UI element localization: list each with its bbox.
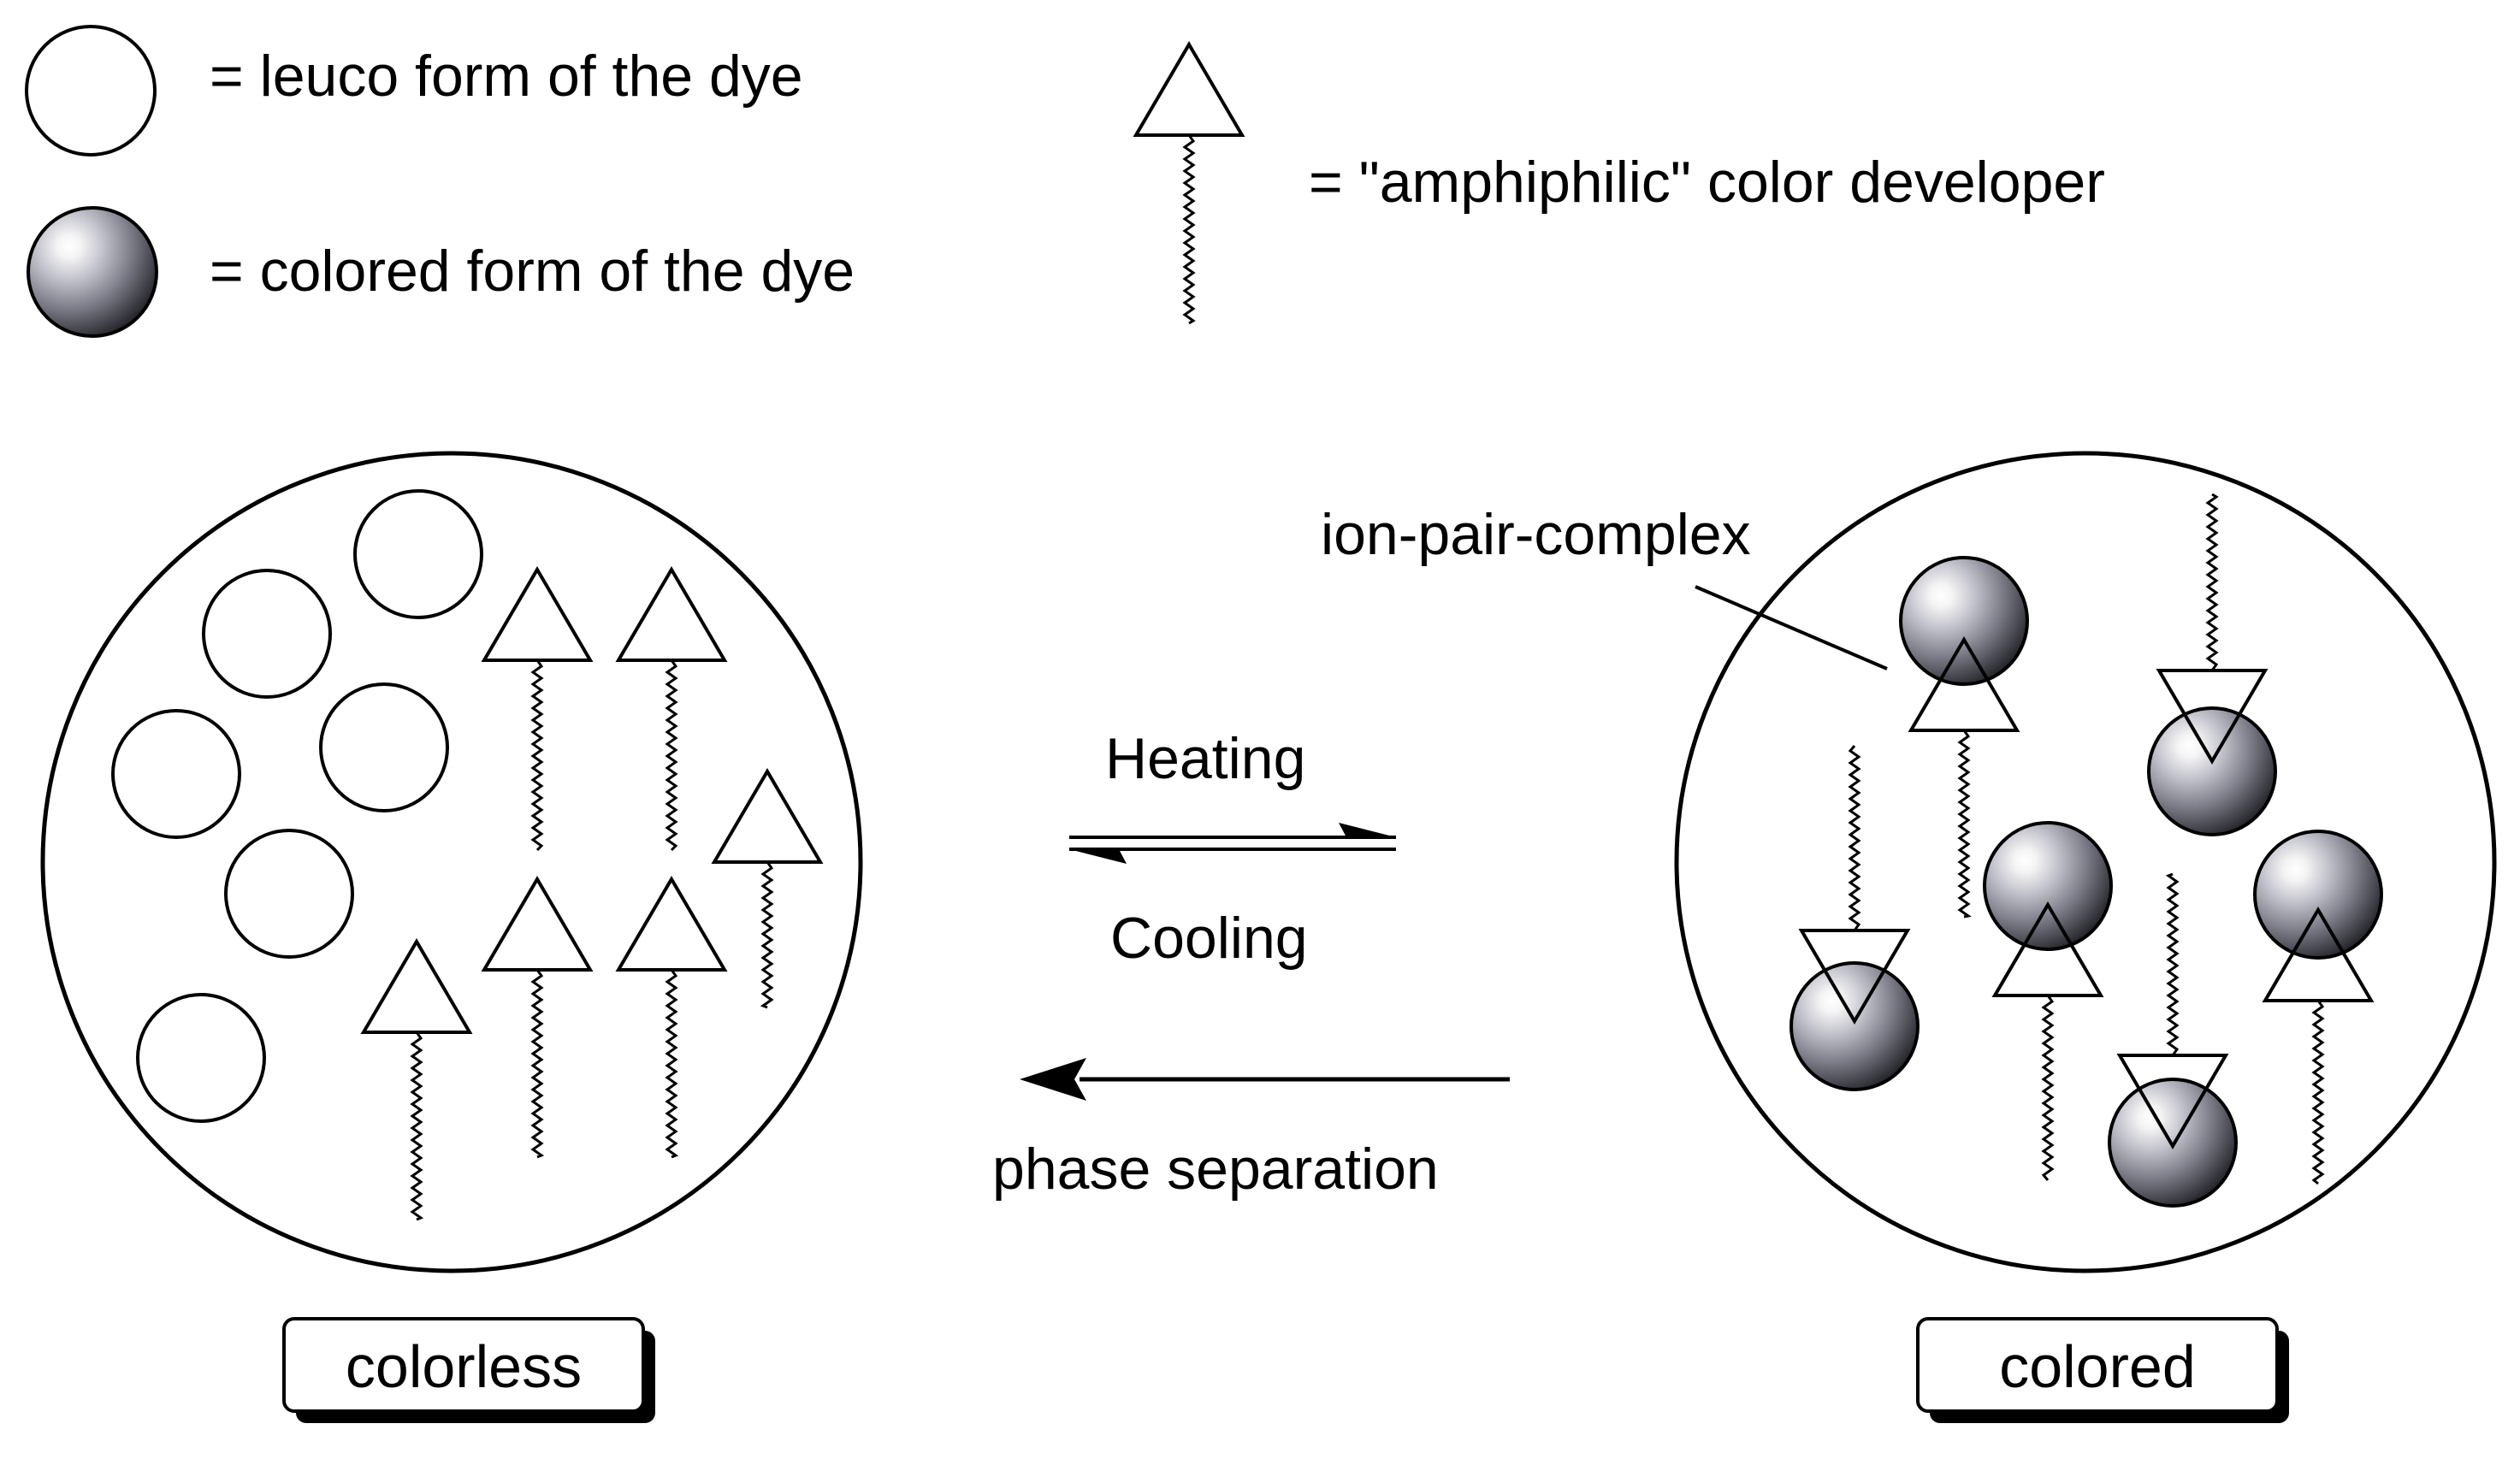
ion-pair-callout-line — [1695, 585, 1888, 670]
developer-head — [1133, 41, 1245, 137]
developer-tail — [530, 659, 544, 852]
developer-tail — [410, 1031, 424, 1221]
color-developer — [360, 938, 473, 1221]
phase-separation-label: phase separation — [992, 1137, 1439, 1202]
developer-tail — [665, 969, 679, 1159]
ion-pair-complex — [1789, 745, 1920, 1091]
developer-tail — [1957, 730, 1972, 919]
developer-tail — [2205, 493, 2219, 671]
developer-head — [1908, 636, 2020, 732]
developer-head — [711, 768, 824, 864]
developer-head — [2156, 669, 2269, 765]
color-developer — [1133, 41, 1245, 325]
developer-tail — [665, 659, 678, 852]
leuco-dye-circle — [111, 709, 241, 839]
leuco-dye-circle — [136, 993, 266, 1123]
ion-pair-complex — [2108, 872, 2238, 1208]
color-developer — [481, 566, 594, 852]
colorless-label-box: colorless — [282, 1317, 655, 1423]
free-developer-group — [360, 566, 824, 1221]
colored-label-box: colored — [1916, 1317, 2289, 1423]
heating-label: Heating — [1105, 726, 1305, 791]
developer-tail — [530, 969, 545, 1159]
developer-head — [360, 938, 473, 1034]
developer-tail — [760, 861, 774, 1009]
developer-tail — [2165, 872, 2180, 1056]
developer-tail — [2311, 1000, 2325, 1185]
colored-dye-sphere — [1789, 961, 1920, 1091]
color-developer — [481, 876, 594, 1159]
colored-dye-sphere — [2108, 1078, 2238, 1208]
colored-dye-legend-symbol — [27, 206, 158, 338]
developer-head — [2116, 1054, 2229, 1149]
colored-state: ion-pair-complex — [1321, 451, 2497, 1273]
leuco-form-label: = leuco form of the dye — [210, 44, 803, 109]
color-developer — [711, 768, 824, 1009]
cooling-label: Cooling — [1110, 906, 1308, 971]
developer-tail — [1848, 745, 1861, 931]
leuco-dye-circle — [319, 682, 449, 812]
ion-pair-complex — [2147, 493, 2277, 836]
developer-head — [1991, 901, 2104, 997]
leuco-dye-group — [111, 489, 483, 1123]
leuco-dye-circle — [224, 829, 354, 959]
process-arrows: Heating Cooling phase separation — [992, 726, 1510, 1202]
developer-head — [481, 876, 594, 972]
developer-tail — [2041, 995, 2055, 1181]
color-developer — [615, 566, 728, 852]
legend: = leuco form of the dye = colored form o… — [25, 25, 2105, 338]
developer-head — [481, 566, 594, 662]
developer-tail — [1182, 134, 1196, 325]
colored-dye-sphere — [1899, 556, 2029, 686]
colored-dye-sphere — [2147, 706, 2277, 836]
leuco-dye-legend-symbol — [25, 25, 157, 157]
developer-head — [1798, 929, 1911, 1025]
developer-label: = "amphiphilic" color developer — [1309, 150, 2105, 215]
developer-head — [2262, 907, 2375, 1002]
leuco-dye-circle — [202, 569, 332, 699]
developer-head — [615, 876, 728, 972]
ion-pair-complex-group — [1789, 493, 2383, 1208]
colored-form-label: = colored form of the dye — [210, 239, 855, 304]
colored-dye-sphere — [1983, 821, 2113, 951]
ion-pair-complex — [1899, 556, 2029, 919]
phase-separation-arrow — [1020, 1058, 1510, 1101]
ion-pair-complex — [1983, 821, 2113, 1181]
leuco-dye-circle — [353, 489, 483, 619]
equilibrium-arrow — [1069, 823, 1396, 864]
colorless-state — [40, 451, 863, 1273]
color-developer — [615, 876, 728, 1159]
ion-pair-complex-label: ion-pair-complex — [1321, 502, 1751, 567]
colored-dye-sphere — [2253, 830, 2383, 960]
developer-legend-symbol — [1133, 41, 1245, 325]
colored-label: colored — [1999, 1333, 2196, 1400]
developer-head — [615, 566, 728, 662]
ion-pair-complex — [2253, 830, 2383, 1185]
colorless-label: colorless — [346, 1333, 582, 1400]
